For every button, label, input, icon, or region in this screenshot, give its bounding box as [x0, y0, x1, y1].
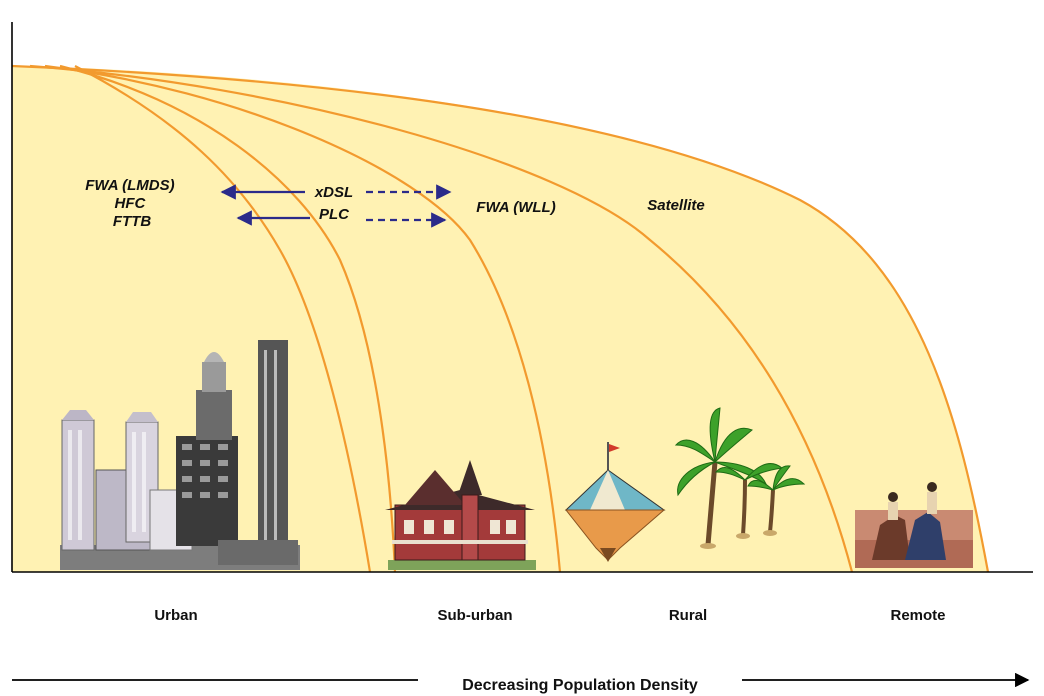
camel-riders-icon	[855, 482, 973, 568]
zone-label-remote: Remote	[890, 607, 945, 624]
label-fwa-wll: FWA (WLL)	[476, 199, 555, 216]
label-satellite: Satellite	[647, 197, 705, 214]
remote-boundary-curve	[29, 64, 854, 573]
label-hfc: HFC	[115, 195, 147, 212]
svg-text:FWA (LMDS) HFC FTTB: FWA (LMDS) HFC FTTB	[85, 177, 179, 230]
dsl-coverage-curve	[59, 64, 397, 573]
density-axis-label: Decreasing Population Density	[462, 677, 698, 694]
wll-coverage-curve	[44, 64, 562, 573]
tent-icon	[564, 442, 666, 562]
urban-boundary-curve	[74, 65, 372, 573]
palm-trees-icon	[674, 407, 806, 549]
zone-label-urban: Urban	[154, 607, 197, 624]
label-fttb: FTTB	[113, 213, 151, 230]
zone-label-suburban: Sub-urban	[438, 607, 513, 624]
zone-label-rural: Rural	[669, 607, 707, 624]
city-skyline-icon	[60, 340, 300, 570]
satellite-coverage-curve	[11, 64, 990, 573]
label-plc: PLC	[319, 206, 350, 223]
label-xdsl: xDSL	[314, 184, 353, 201]
label-fwa-lmds: FWA (LMDS)	[85, 177, 174, 194]
victorian-house-icon	[385, 460, 536, 570]
